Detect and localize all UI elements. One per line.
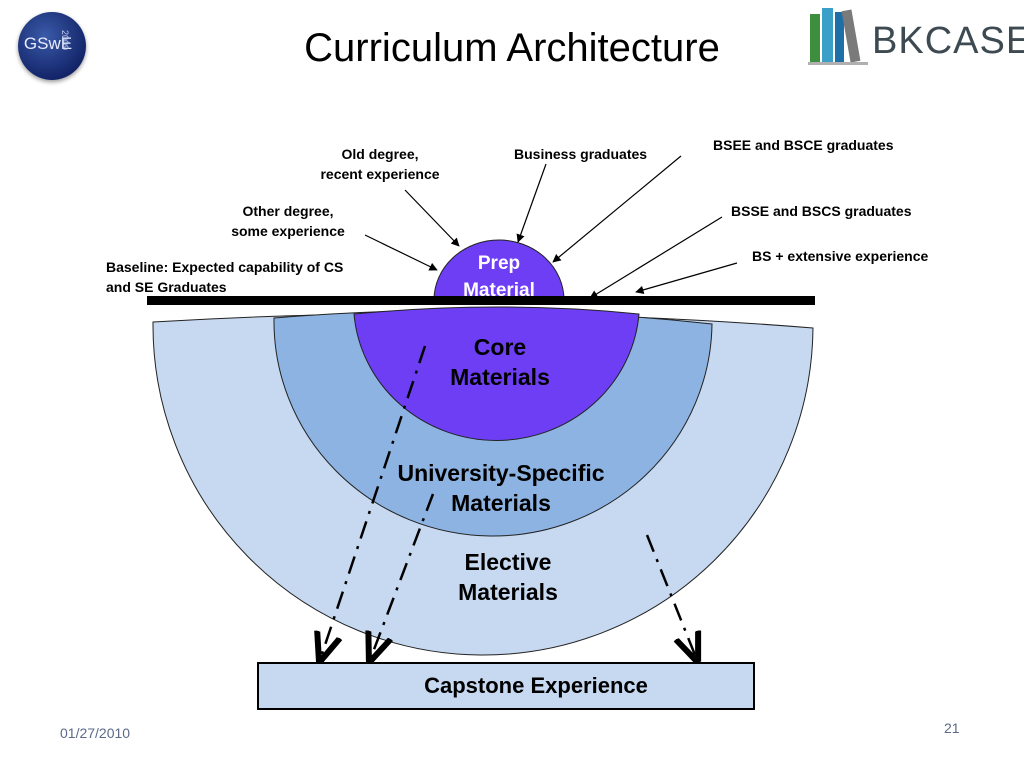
flow-university-to-capstone bbox=[370, 493, 435, 660]
label-bsee: BSEE and BSCE graduates bbox=[713, 137, 894, 153]
label-other-degree-line2: some experience bbox=[231, 223, 345, 239]
arrow-bs-extensive bbox=[635, 262, 738, 294]
label-old-degree-line2: recent experience bbox=[320, 166, 440, 182]
label-other-degree: Other degree, some experience bbox=[212, 201, 364, 241]
label-bsse: BSSE and BSCS graduates bbox=[731, 203, 912, 219]
arrow-business bbox=[516, 163, 547, 243]
elective-materials-label: Elective Materials bbox=[428, 547, 588, 607]
prep-region bbox=[433, 239, 565, 301]
arrow-bsee bbox=[552, 155, 682, 263]
label-baseline-line2: and SE Graduates bbox=[106, 279, 227, 295]
core-line1: Core bbox=[473, 334, 527, 360]
flow-core-to-capstone bbox=[320, 345, 427, 660]
label-old-degree-line1: Old degree, bbox=[341, 146, 419, 162]
baseline-bar bbox=[147, 296, 815, 305]
footer-page-number: 21 bbox=[944, 720, 960, 736]
capstone-label: Capstone Experience bbox=[424, 673, 648, 698]
elective-line2: Materials bbox=[458, 579, 558, 605]
label-other-degree-line1: Other degree, bbox=[242, 203, 334, 219]
label-old-degree: Old degree, recent experience bbox=[300, 144, 460, 184]
arrow-old-degree bbox=[404, 189, 460, 247]
gswe-logo-text: GSwE bbox=[23, 34, 73, 53]
university-materials-label: University-Specific Materials bbox=[370, 458, 632, 518]
bkcase-logo-text: BKCASE bbox=[872, 20, 1024, 62]
page-title: Curriculum Architecture bbox=[304, 26, 720, 70]
arrow-other-degree bbox=[364, 234, 438, 271]
arrow-bsse bbox=[589, 216, 723, 299]
flow-elective-to-capstone bbox=[645, 534, 697, 660]
gswe-logo bbox=[18, 12, 86, 80]
label-baseline: Baseline: Expected capability of CS and … bbox=[106, 257, 343, 297]
bkcase-books-icon bbox=[808, 8, 868, 65]
label-baseline-line1: Baseline: Expected capability of CS bbox=[106, 259, 344, 275]
footer-date: 01/27/2010 bbox=[60, 725, 131, 741]
prep-line1: Prep bbox=[477, 253, 521, 274]
core-region bbox=[353, 306, 640, 441]
prep-line2: Material bbox=[463, 280, 535, 301]
label-bs-extensive: BS + extensive experience bbox=[752, 248, 929, 264]
label-business: Business graduates bbox=[514, 146, 648, 162]
capstone-box bbox=[257, 662, 755, 710]
univ-line1: University-Specific bbox=[397, 460, 605, 486]
core-materials-label: Core Materials bbox=[420, 332, 580, 392]
prep-material-label: Prep Material bbox=[438, 250, 560, 304]
elective-line1: Elective bbox=[464, 549, 552, 575]
univ-line2: Materials bbox=[451, 490, 551, 516]
core-line2: Materials bbox=[450, 364, 550, 390]
